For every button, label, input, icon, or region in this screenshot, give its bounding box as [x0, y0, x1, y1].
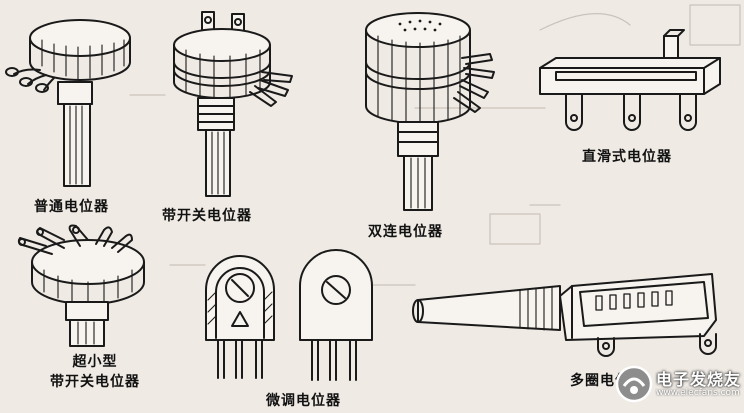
label-slide-potentiometer: 直滑式电位器 — [582, 149, 672, 165]
label-trimmer-potentiometer: 微调电位器 — [266, 393, 341, 409]
label-mini-line1: 超小型 — [72, 354, 118, 370]
multiturn-potentiometer — [412, 273, 717, 357]
switch-potentiometer — [173, 11, 293, 197]
label-dual-potentiometer: 双连电位器 — [368, 224, 443, 240]
label-ordinary-potentiometer: 普通电位器 — [34, 199, 109, 215]
trimmer-potentiometer-open — [205, 255, 275, 379]
dual-potentiometer — [365, 12, 495, 211]
mini-switch-potentiometer — [17, 224, 145, 347]
watermark-logo-icon — [615, 365, 653, 403]
trimmer-potentiometer-closed — [299, 249, 373, 381]
label-switch-potentiometer: 带开关电位器 — [162, 208, 252, 224]
slide-potentiometer — [539, 29, 721, 131]
watermark-text: 电子发烧友 — [656, 370, 742, 389]
ordinary-potentiometer — [5, 19, 131, 187]
watermark-url: www.elecfans.com — [656, 388, 740, 398]
watermark: 电子发烧友 www.elecfans.com — [612, 360, 742, 408]
label-mini-switch-potentiometer: 超小型 带开关电位器 — [30, 352, 160, 392]
label-mini-line2: 带开关电位器 — [50, 374, 140, 390]
